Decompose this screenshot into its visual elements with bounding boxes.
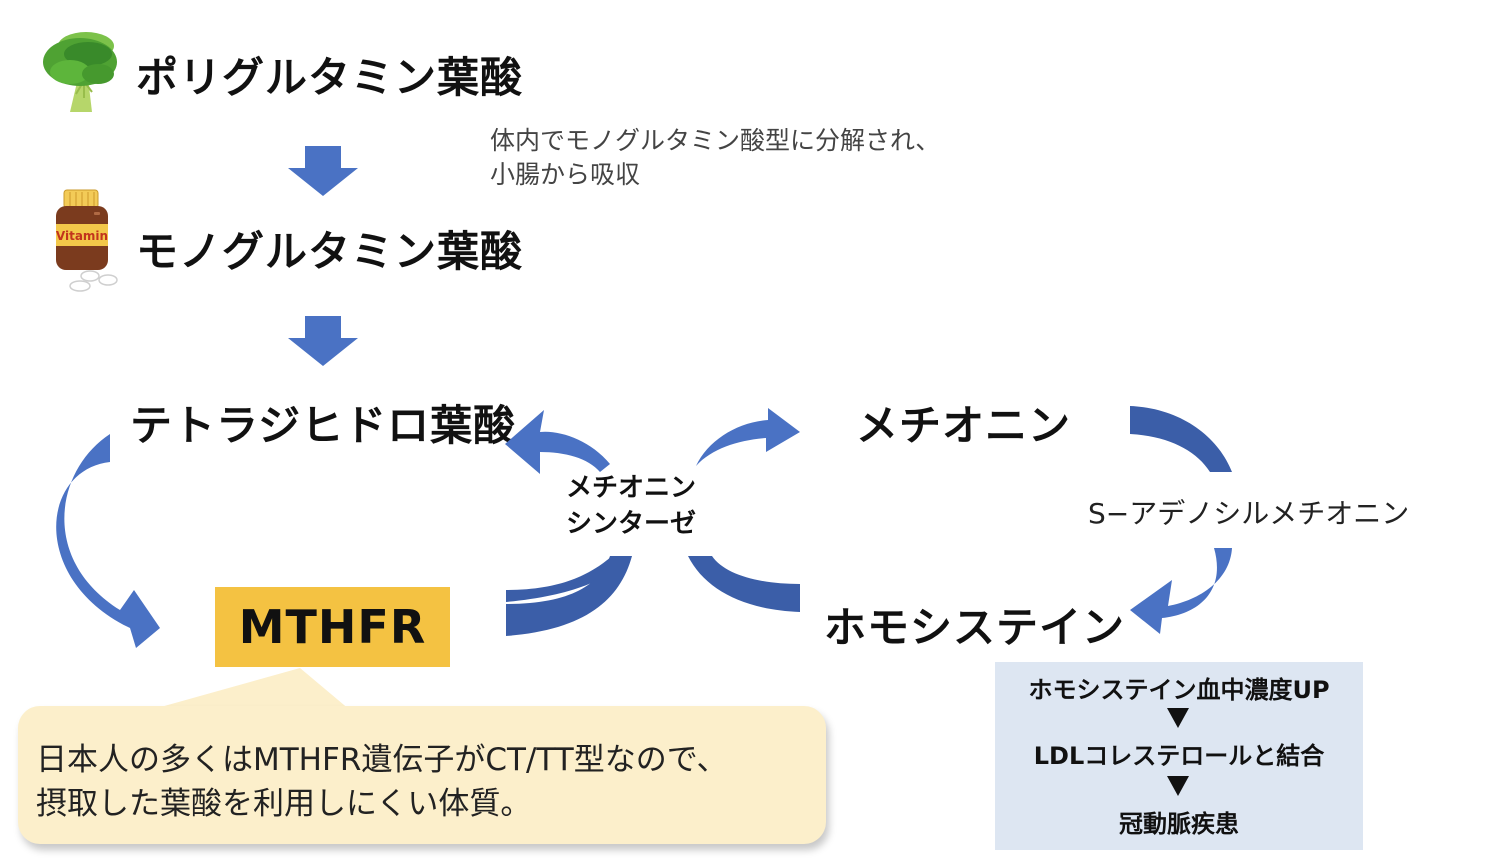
node-monoglutamate-folate: モノグルタミン葉酸: [136, 227, 524, 276]
enzyme-label-line1: メチオニン: [566, 473, 697, 503]
mthfr-box: MTHFR: [215, 587, 450, 667]
down-arrow-icon: [288, 316, 358, 366]
absorption-note-line1: 体内でモノグルタミン酸型に分解され、: [490, 126, 941, 155]
curved-arc-icon: [506, 556, 632, 602]
enzyme-label: メチオニン シンターゼ: [566, 470, 696, 542]
down-triangle-icon: [1167, 708, 1189, 728]
curved-arrow-icon: [1130, 548, 1232, 634]
broccoli-icon: [43, 32, 117, 112]
mthfr-label: MTHFR: [238, 600, 427, 654]
curved-arrow-icon: [56, 434, 160, 648]
risk-chain-box: ホモシステイン血中濃度UP LDLコレステロールと結合 冠動脈疾患: [995, 662, 1363, 850]
node-tetrahydrofolate: テトラジヒドロ葉酸: [130, 401, 517, 450]
risk-step-3: 冠動脈疾患: [1119, 810, 1239, 838]
absorption-note: 体内でモノグルタミン酸型に分解され、 小腸から吸収: [490, 124, 940, 192]
vitamin-bottle-icon: Vitamin: [56, 189, 118, 292]
callout-tail: [150, 668, 350, 710]
curved-arc-icon: [506, 556, 632, 636]
risk-step-1: ホモシステイン血中濃度UP: [1028, 676, 1330, 704]
vitamin-label: Vitamin: [56, 229, 108, 243]
sam-label: S−アデノシルメチオニン: [1088, 497, 1410, 530]
curved-arrow-icon: [696, 408, 800, 466]
down-triangle-icon: [1167, 776, 1189, 796]
node-polyglutamate-folate: ポリグルタミン葉酸: [136, 53, 524, 102]
callout-line1: 日本人の多くはMTHFR遺伝子がCT/TT型なので、: [36, 742, 728, 778]
callout-line2: 摂取した葉酸を利用しにくい体質。: [36, 786, 532, 822]
absorption-note-line2: 小腸から吸収: [490, 160, 641, 189]
callout-box: [18, 706, 826, 844]
callout-text: 日本人の多くはMTHFR遺伝子がCT/TT型なので、 摂取した葉酸を利用しにくい…: [36, 738, 727, 826]
curved-arrow-icon: [505, 410, 610, 474]
enzyme-label-line2: シンターゼ: [566, 509, 697, 539]
risk-step-2: LDLコレステロールと結合: [1033, 742, 1325, 770]
curved-arc-icon: [688, 556, 800, 612]
curved-arc-icon: [1130, 406, 1232, 472]
node-methionine: メチオニン: [856, 401, 1072, 450]
node-homocysteine: ホモシステイン: [824, 603, 1126, 652]
down-arrow-icon: [288, 146, 358, 196]
